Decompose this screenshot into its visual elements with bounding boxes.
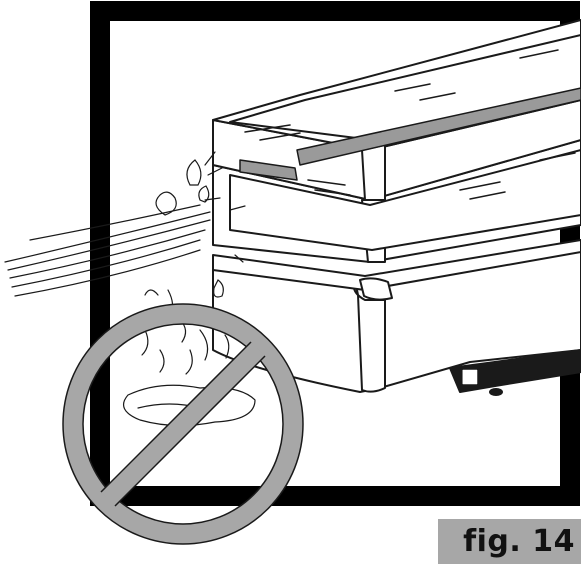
water-spray-icon <box>4 151 256 427</box>
figure-label: fig. 14 <box>438 519 581 564</box>
no-sign-icon <box>62 303 304 545</box>
chest-freezer-icon <box>212 19 581 396</box>
